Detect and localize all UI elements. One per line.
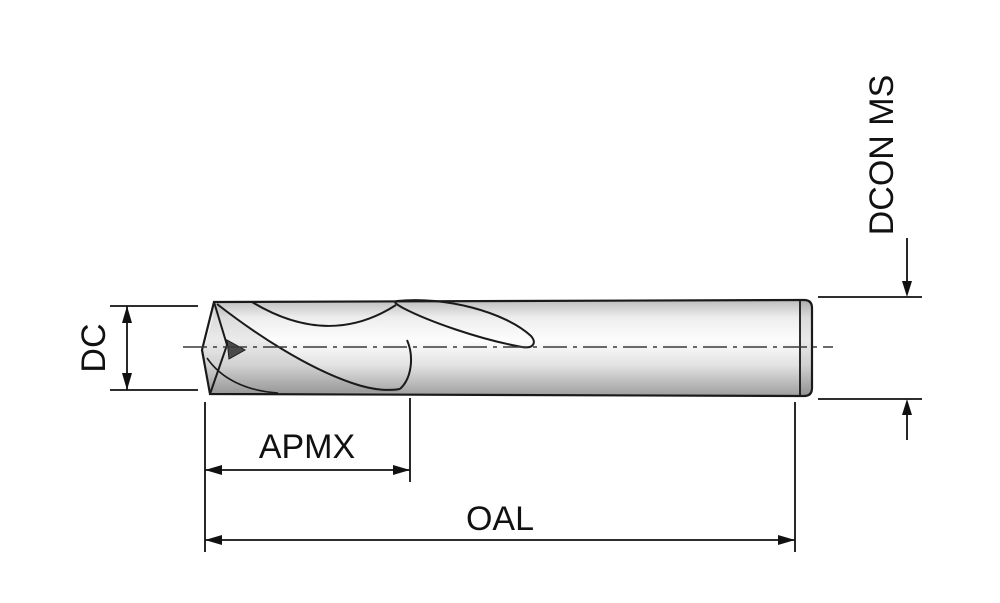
shank-endcap-shade	[800, 301, 811, 395]
flute-valley-shading	[203, 304, 400, 394]
flute-runout-edge	[399, 339, 413, 390]
apmx-dimension: APMX	[204, 398, 411, 552]
apmx-label: APMX	[259, 428, 355, 466]
dcon-ms-label: DCON MS	[863, 75, 901, 236]
oal-dimension: OAL	[205, 402, 796, 552]
oal-arrow-left-icon	[205, 535, 222, 545]
flute-upper-valley	[251, 301, 397, 327]
dc-arrow-down-icon	[122, 373, 132, 390]
endface-edge	[209, 301, 229, 395]
flute-lower-curve	[206, 357, 279, 394]
dc-arrow-up-icon	[122, 306, 132, 323]
dc-label: DC	[75, 323, 113, 372]
dc-dimension: DC	[75, 305, 198, 391]
dcon-ms-dimension: DCON MS	[818, 75, 922, 440]
apmx-arrow-left-icon	[205, 465, 222, 475]
dcon-arrow-up-icon	[902, 399, 912, 415]
oal-arrow-right-icon	[778, 535, 795, 545]
oal-label: OAL	[466, 500, 534, 538]
endface-notch	[226, 339, 247, 360]
tool-body	[200, 298, 814, 398]
dcon-arrow-down-icon	[902, 281, 912, 297]
flute-helix-edge	[216, 303, 401, 391]
apmx-arrow-right-icon	[393, 465, 410, 475]
